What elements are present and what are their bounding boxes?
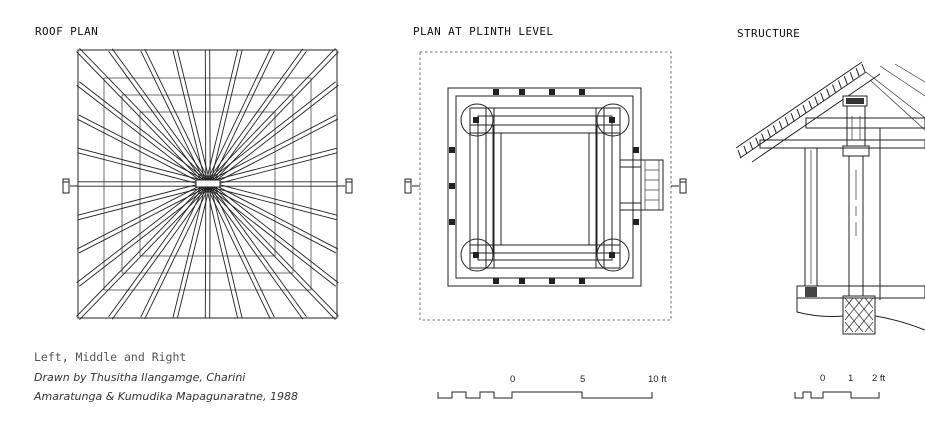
roof-tiles: [737, 63, 866, 159]
roof-outline: [77, 49, 338, 319]
plan-scale-tick-2: 10 ft: [648, 374, 667, 385]
axis-marker-left: [62, 178, 78, 194]
structure-scale-tick-1: 1: [848, 373, 853, 384]
axis-marker-right: [671, 178, 687, 194]
plinth-plan-title: PLAN AT PLINTH LEVEL: [413, 25, 553, 38]
structure-scale-bar: 0 1 2 ft: [794, 373, 886, 399]
structure-scale-tick-2: 2 ft: [872, 373, 886, 384]
roof-plan-title: ROOF PLAN: [35, 25, 98, 38]
turned-pillar: [842, 105, 870, 297]
structure-title: STRUCTURE: [737, 27, 800, 40]
structure-section-drawing: [735, 61, 925, 335]
ridge-block: [195, 179, 221, 188]
column-posts: [449, 89, 639, 284]
corner-post-ne: [596, 103, 630, 137]
caption-line-3: Amaratunga & Kumudika Mapagunaratne, 198…: [33, 390, 298, 403]
corner-post-sw: [460, 238, 494, 272]
plan-scale-bar: 0 5 10 ft: [437, 374, 667, 399]
structure-scale-tick-0: 0: [820, 373, 825, 384]
plan-scale-tick-1: 5: [580, 374, 585, 385]
entrance-steps: [619, 159, 664, 211]
axis-marker-right: [337, 178, 353, 194]
central-courtyard: [492, 124, 598, 254]
foundation-stone: [842, 295, 876, 335]
axis-marker-left: [404, 178, 420, 194]
roof-rafters: [76, 48, 339, 320]
plan-scale-tick-0: 0: [510, 374, 515, 385]
corner-post-nw: [460, 103, 494, 137]
roof-plan-drawing: [62, 48, 353, 320]
corner-post-se: [596, 238, 630, 272]
caption-line-2: Drawn by Thusitha Ilangamge, Charini: [34, 371, 245, 384]
caption-line-1: Left, Middle and Right: [34, 350, 186, 364]
plinth-plan-drawing: [404, 51, 687, 321]
